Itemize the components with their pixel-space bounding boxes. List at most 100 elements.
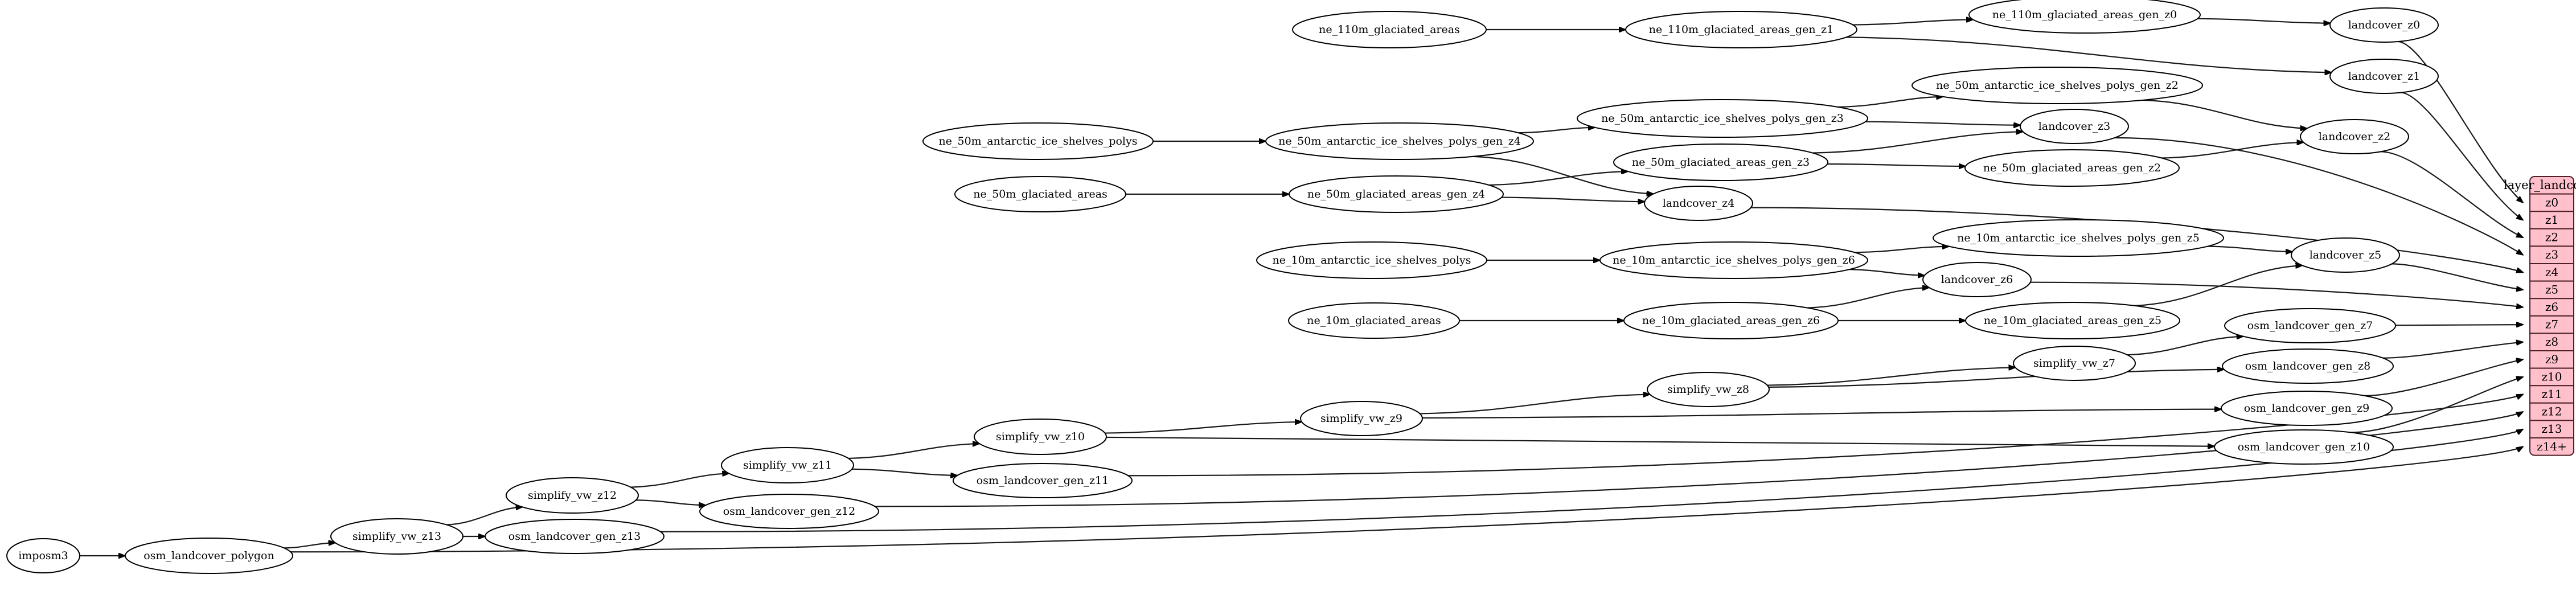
node-ne_110m_glaciated_areas_gen_z0[interactable]: ne_110m_glaciated_areas_gen_z0 <box>1968 0 2201 34</box>
node-ne_10m_glaciated_areas[interactable]: ne_10m_glaciated_areas <box>1288 302 1460 339</box>
node-label: ne_10m_antarctic_ice_shelves_polys_gen_z… <box>1957 232 2200 244</box>
edge-landcover_z3--to--table_z3 <box>2114 137 2523 255</box>
edge-ne_50m_antarctic_ice_shelves_polys_gen_z2--to--landcover_z2 <box>2143 99 2307 129</box>
node-landcover_z5[interactable]: landcover_z5 <box>2291 237 2400 273</box>
table-row-z11[interactable]: z11 <box>2529 385 2574 404</box>
table-row-z5[interactable]: z5 <box>2529 280 2574 300</box>
node-ne_50m_antarctic_ice_shelves_polys_gen_z3[interactable]: ne_50m_antarctic_ice_shelves_polys_gen_z… <box>1577 99 1868 138</box>
table-row-z13[interactable]: z13 <box>2529 420 2574 438</box>
node-simplify_vw_z11[interactable]: simplify_vw_z11 <box>721 447 854 483</box>
table-row-z1[interactable]: z1 <box>2529 211 2574 229</box>
node-simplify_vw_z12[interactable]: simplify_vw_z12 <box>506 477 639 514</box>
node-landcover_z2[interactable]: landcover_z2 <box>2300 119 2409 154</box>
node-osm_landcover_gen_z7[interactable]: osm_landcover_gen_z7 <box>2224 308 2396 343</box>
node-label: osm_landcover_gen_z8 <box>2245 360 2370 372</box>
node-landcover_z3[interactable]: landcover_z3 <box>2020 109 2129 144</box>
table-row-z3[interactable]: z3 <box>2529 245 2574 264</box>
node-osm_landcover_polygon[interactable]: osm_landcover_polygon <box>125 538 293 574</box>
edge-osm_landcover_polygon--to--simplify_vw_z13 <box>284 543 335 549</box>
node-ne_10m_antarctic_ice_shelves_polys_gen_z6[interactable]: ne_10m_antarctic_ice_shelves_polys_gen_z… <box>1599 241 1868 279</box>
edge-ne_50m_glaciated_areas_gen_z3--to--ne_50m_glaciated_areas_gen_z2 <box>1827 164 1966 166</box>
edge-simplify_vw_z9--to--osm_landcover_gen_z9 <box>1422 409 2221 419</box>
node-label: ne_110m_glaciated_areas <box>1319 23 1460 36</box>
table-row-z14plus[interactable]: z14+ <box>2529 437 2574 456</box>
table-row-z12[interactable]: z12 <box>2529 402 2574 421</box>
table-row-label: z9 <box>2545 352 2558 366</box>
node-ne_50m_antarctic_ice_shelves_polys[interactable]: ne_50m_antarctic_ice_shelves_polys <box>922 122 1154 160</box>
edge-simplify_vw_z11--to--osm_landcover_gen_z11 <box>852 468 957 475</box>
node-label: ne_50m_glaciated_areas <box>973 188 1107 200</box>
node-simplify_vw_z10[interactable]: simplify_vw_z10 <box>974 419 1107 455</box>
node-ne_50m_glaciated_areas_gen_z4[interactable]: ne_50m_glaciated_areas_gen_z4 <box>1289 175 1504 213</box>
node-ne_50m_antarctic_ice_shelves_polys_gen_z4[interactable]: ne_50m_antarctic_ice_shelves_polys_gen_z… <box>1265 122 1534 160</box>
table-row-label: z0 <box>2545 195 2558 209</box>
layer-landcover-table: layer_landcoverz0z1z2z3z4z5z6z7z8z9z10z1… <box>2504 176 2576 456</box>
edge-simplify_vw_z12--to--osm_landcover_gen_z12 <box>635 499 706 505</box>
node-label: simplify_vw_z8 <box>1667 383 1749 396</box>
node-ne_50m_glaciated_areas_gen_z3[interactable]: ne_50m_glaciated_areas_gen_z3 <box>1613 143 1828 181</box>
node-osm_landcover_gen_z11[interactable]: osm_landcover_gen_z11 <box>953 463 1133 498</box>
node-simplify_vw_z9[interactable]: simplify_vw_z9 <box>1300 401 1423 436</box>
edge-landcover_z5--to--table_z5 <box>2392 263 2523 290</box>
node-landcover_z4[interactable]: landcover_z4 <box>1644 186 1753 221</box>
node-label: ne_50m_glaciated_areas_gen_z3 <box>1632 156 1810 169</box>
edge-ne_50m_antarctic_ice_shelves_polys_gen_z4--to--landcover_z4 <box>1472 155 1654 194</box>
edge-ne_50m_glaciated_areas_gen_z3--to--landcover_z3 <box>1812 132 2023 154</box>
node-osm_landcover_gen_z13[interactable]: osm_landcover_gen_z13 <box>485 519 664 554</box>
node-label: ne_50m_glaciated_areas_gen_z4 <box>1307 188 1485 200</box>
edge-osm_landcover_gen_z10--to--table_z10 <box>2351 377 2523 433</box>
table-row-label: z4 <box>2545 265 2558 279</box>
node-ne_10m_glaciated_areas_gen_z5[interactable]: ne_10m_glaciated_areas_gen_z5 <box>1965 302 2180 339</box>
node-label: simplify_vw_z12 <box>528 489 617 502</box>
table-row-z6[interactable]: z6 <box>2529 298 2574 317</box>
node-label: ne_50m_antarctic_ice_shelves_polys_gen_z… <box>1601 112 1844 125</box>
table-header: layer_landcover <box>2504 176 2576 195</box>
node-ne_50m_glaciated_areas[interactable]: ne_50m_glaciated_areas <box>954 176 1126 212</box>
node-osm_landcover_gen_z8[interactable]: osm_landcover_gen_z8 <box>2222 348 2394 384</box>
edge-ne_50m_glaciated_areas_gen_z4--to--landcover_z4 <box>1502 196 1644 202</box>
node-osm_landcover_gen_z9[interactable]: osm_landcover_gen_z9 <box>2221 391 2393 426</box>
node-layer: ne_110m_glaciated_areas ne_110m_glaciated… <box>6 0 2439 574</box>
node-simplify_vw_z7[interactable]: simplify_vw_z7 <box>2013 346 2136 381</box>
node-ne_10m_antarctic_ice_shelves_polys[interactable]: ne_10m_antarctic_ice_shelves_polys <box>1256 241 1487 279</box>
edge-osm_landcover_gen_z9--to--table_z9 <box>2364 359 2523 396</box>
node-label: simplify_vw_z7 <box>2033 357 2115 370</box>
node-ne_110m_glaciated_areas_gen_z1[interactable]: ne_110m_glaciated_areas_gen_z1 <box>1625 11 1857 48</box>
node-label: ne_10m_antarctic_ice_shelves_polys_gen_z… <box>1613 254 1855 266</box>
edge-landcover_z2--to--table_z2 <box>2380 151 2523 237</box>
edge-simplify_vw_z11--to--simplify_vw_z10 <box>848 444 979 460</box>
node-label: ne_10m_glaciated_areas_gen_z6 <box>1642 314 1820 327</box>
node-ne_50m_antarctic_ice_shelves_polys_gen_z2[interactable]: ne_50m_antarctic_ice_shelves_polys_gen_z… <box>1912 67 2203 104</box>
edge-osm_landcover_gen_z11--to--table_z11 <box>1128 393 2523 477</box>
node-osm_landcover_gen_z10[interactable]: osm_landcover_gen_z10 <box>2214 429 2394 465</box>
table-row-z0[interactable]: z0 <box>2529 193 2574 212</box>
node-imposm3[interactable]: imposm3 <box>6 538 80 573</box>
node-label: ne_50m_antarctic_ice_shelves_polys_gen_z… <box>1936 79 2179 92</box>
edge-ne_10m_antarctic_ice_shelves_polys_gen_z5--to--landcover_z5 <box>2208 245 2292 252</box>
node-simplify_vw_z8[interactable]: simplify_vw_z8 <box>1647 372 1770 407</box>
node-simplify_vw_z13[interactable]: simplify_vw_z13 <box>330 518 463 555</box>
node-ne_10m_glaciated_areas_gen_z6[interactable]: ne_10m_glaciated_areas_gen_z6 <box>1623 302 1839 339</box>
table-row-z4[interactable]: z4 <box>2529 263 2574 282</box>
edge-osm_landcover_gen_z12--to--table_z12 <box>875 412 2523 507</box>
edge-ne_50m_antarctic_ice_shelves_polys_gen_z4--to--ne_50m_antarctic_ice_shelves_polys_gen_z3 <box>1518 128 1595 134</box>
edge-ne_50m_antarctic_ice_shelves_polys_gen_z3--to--landcover_z3 <box>1865 121 2020 125</box>
node-landcover_z6[interactable]: landcover_z6 <box>1922 262 2032 297</box>
node-label: landcover_z5 <box>2310 249 2382 261</box>
node-landcover_z1[interactable]: landcover_z1 <box>2329 59 2439 94</box>
table-row-z10[interactable]: z10 <box>2529 367 2574 387</box>
edge-ne_10m_glaciated_areas_gen_z6--to--landcover_z6 <box>1807 288 1929 309</box>
edge-ne_10m_antarctic_ice_shelves_polys_gen_z6--to--landcover_z6 <box>1849 269 1925 276</box>
table-row-z7[interactable]: z7 <box>2529 315 2574 334</box>
table-row-z8[interactable]: z8 <box>2529 333 2574 351</box>
node-ne_50m_glaciated_areas_gen_z2[interactable]: ne_50m_glaciated_areas_gen_z2 <box>1964 149 2180 187</box>
node-label: landcover_z1 <box>2348 70 2421 83</box>
node-ne_10m_antarctic_ice_shelves_polys_gen_z5[interactable]: ne_10m_antarctic_ice_shelves_polys_gen_z… <box>1933 219 2224 257</box>
node-landcover_z0[interactable]: landcover_z0 <box>2329 7 2439 43</box>
table-row-label: z12 <box>2542 405 2562 419</box>
table-row-z2[interactable]: z2 <box>2529 228 2574 247</box>
node-ne_110m_glaciated_areas[interactable]: ne_110m_glaciated_areas <box>1292 11 1487 48</box>
node-osm_landcover_gen_z12[interactable]: osm_landcover_gen_z12 <box>699 494 879 529</box>
node-label: simplify_vw_z9 <box>1320 412 1402 425</box>
table-row-z9[interactable]: z9 <box>2529 350 2574 369</box>
